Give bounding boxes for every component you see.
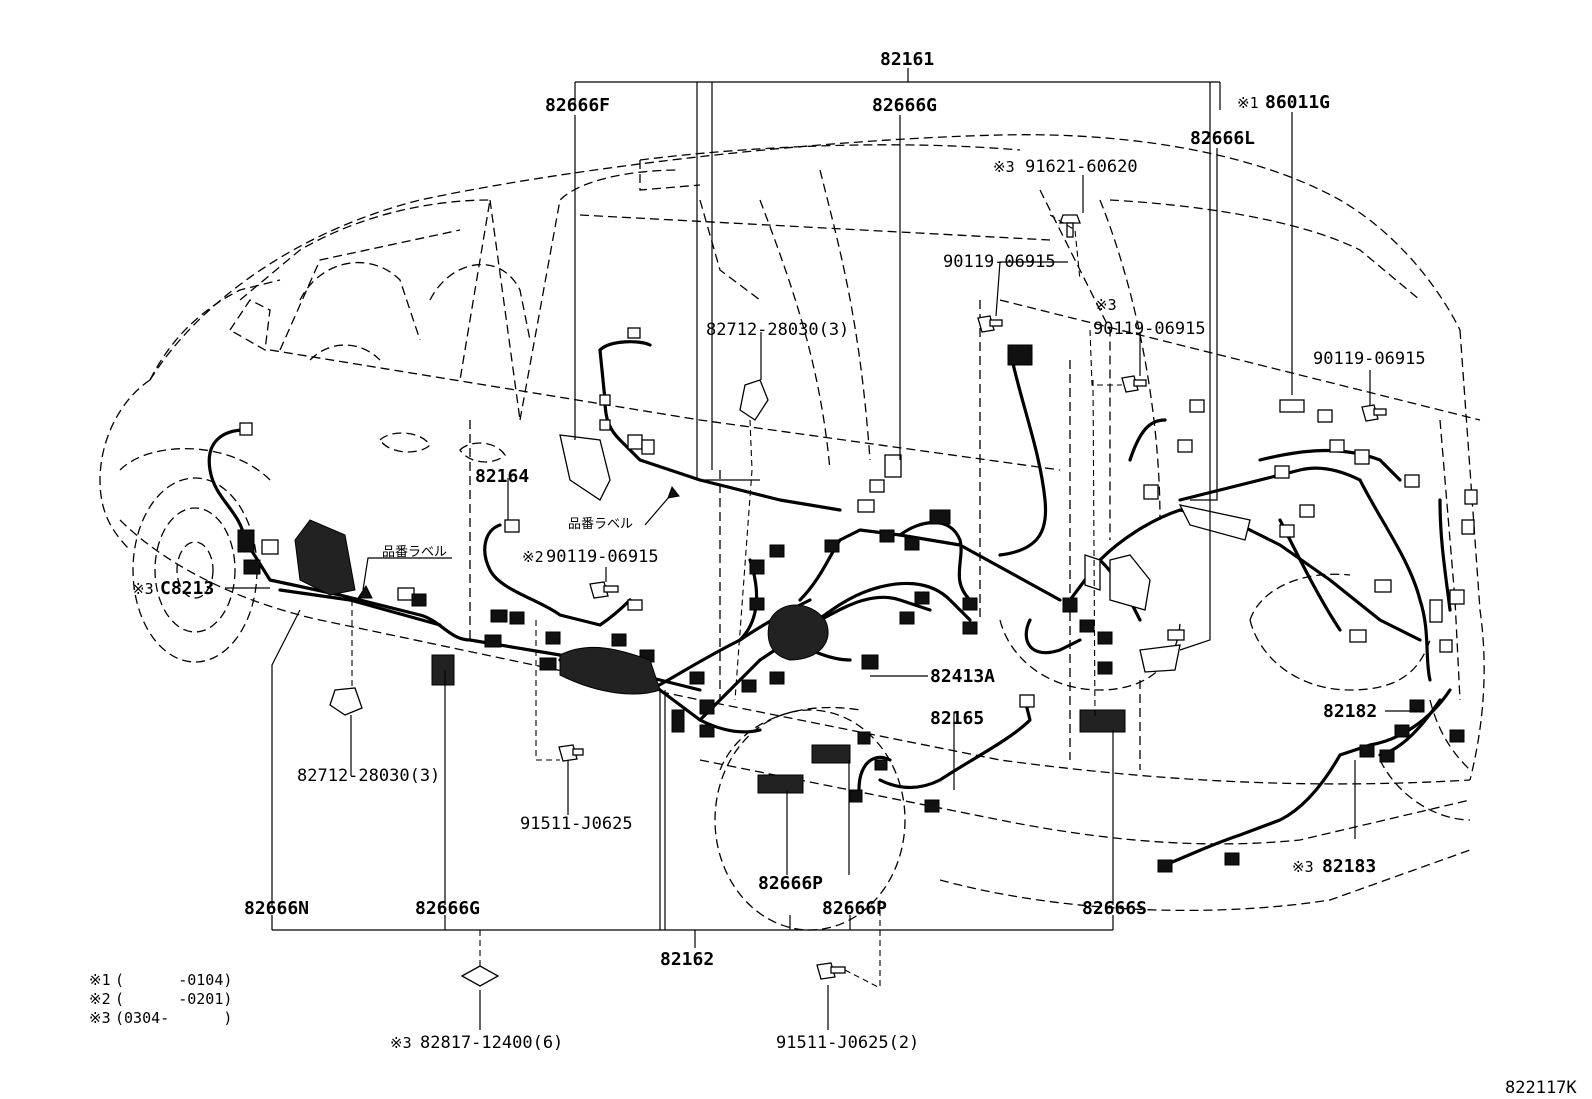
label-82183-mark: ※3	[1292, 858, 1314, 876]
label-82666p-1: 82666P	[758, 873, 823, 894]
label-part-number-jp-1: 品番ラベル	[568, 517, 633, 532]
label-86011g: 86011G	[1265, 92, 1330, 113]
label-82182: 82182	[1323, 701, 1377, 722]
label-part-number-jp-2: 品番ラベル	[382, 545, 447, 560]
grommet-icon	[460, 965, 500, 987]
label-82162: 82162	[660, 949, 714, 970]
label-c8213: C8213	[160, 578, 214, 599]
label-90119-b-mark: ※3	[1095, 296, 1117, 314]
harness-protectors	[294, 379, 1251, 794]
label-82183: 82183	[1322, 856, 1376, 877]
note-mark: ※3	[89, 1009, 111, 1027]
label-90119-b: 90119-06915	[1093, 319, 1206, 339]
label-82817-mark: ※3	[390, 1034, 412, 1052]
label-82666p-2: 82666P	[822, 898, 887, 919]
label-82666g-top: 82666G	[872, 95, 937, 116]
bolt-icon	[977, 315, 1003, 333]
label-82712-bottom: 82712-28030(3)	[297, 766, 440, 786]
note-range: (0304- )	[115, 1009, 232, 1027]
label-82165: 82165	[930, 708, 984, 729]
part-labels: 82161 82666F 82666G 82666L ※1 86011G ※3 …	[132, 49, 1426, 1053]
bolt-icon	[1059, 214, 1081, 238]
label-82666g-bottom: 82666G	[415, 898, 480, 919]
label-82666s: 82666S	[1082, 898, 1147, 919]
bolt-icon	[589, 581, 619, 599]
note-range: ( -0201)	[115, 990, 232, 1008]
label-82666f: 82666F	[545, 95, 610, 116]
label-82666n: 82666N	[244, 898, 309, 919]
label-90119-a: 90119-06915	[943, 252, 1056, 272]
bolt-icon	[816, 962, 846, 980]
leader-lines	[225, 68, 1420, 1030]
label-82712-top: 82712-28030(3)	[706, 320, 849, 340]
label-90119-d: 90119-06915	[546, 547, 659, 567]
label-90119-c: 90119-06915	[1313, 349, 1426, 369]
note-mark: ※1	[89, 971, 111, 989]
label-91621-mark: ※3	[993, 158, 1015, 176]
label-82161: 82161	[880, 49, 934, 70]
bolts	[460, 214, 1387, 987]
figure-id: 822117K	[1505, 1078, 1577, 1098]
note-range: ( -0104)	[115, 971, 232, 989]
label-90119-d-mark: ※2	[522, 548, 544, 566]
rear-wheel	[714, 706, 906, 931]
label-82413a: 82413A	[930, 666, 995, 687]
label-91511-2: 91511-J0625(2)	[776, 1033, 919, 1053]
front-wheel	[119, 448, 271, 663]
label-91511: 91511-J0625	[520, 814, 633, 834]
note-mark: ※2	[89, 990, 111, 1008]
bolt-icon	[558, 744, 584, 762]
label-86011g-mark: ※1	[1237, 94, 1259, 112]
label-82817: 82817-12400(6)	[420, 1033, 563, 1053]
bolt-icon	[1361, 404, 1387, 422]
notes-legend: ※1 ( -0104) ※2 ( -0201) ※3 (0304- )	[89, 971, 232, 1027]
label-82164: 82164	[475, 466, 529, 487]
bolt-icon	[1121, 375, 1147, 393]
label-82666l: 82666L	[1190, 128, 1255, 149]
label-c8213-mark: ※3	[132, 580, 154, 598]
connectors	[237, 327, 1478, 873]
label-91621: 91621-60620	[1025, 157, 1138, 177]
vehicle-body-outline	[99, 134, 1485, 912]
